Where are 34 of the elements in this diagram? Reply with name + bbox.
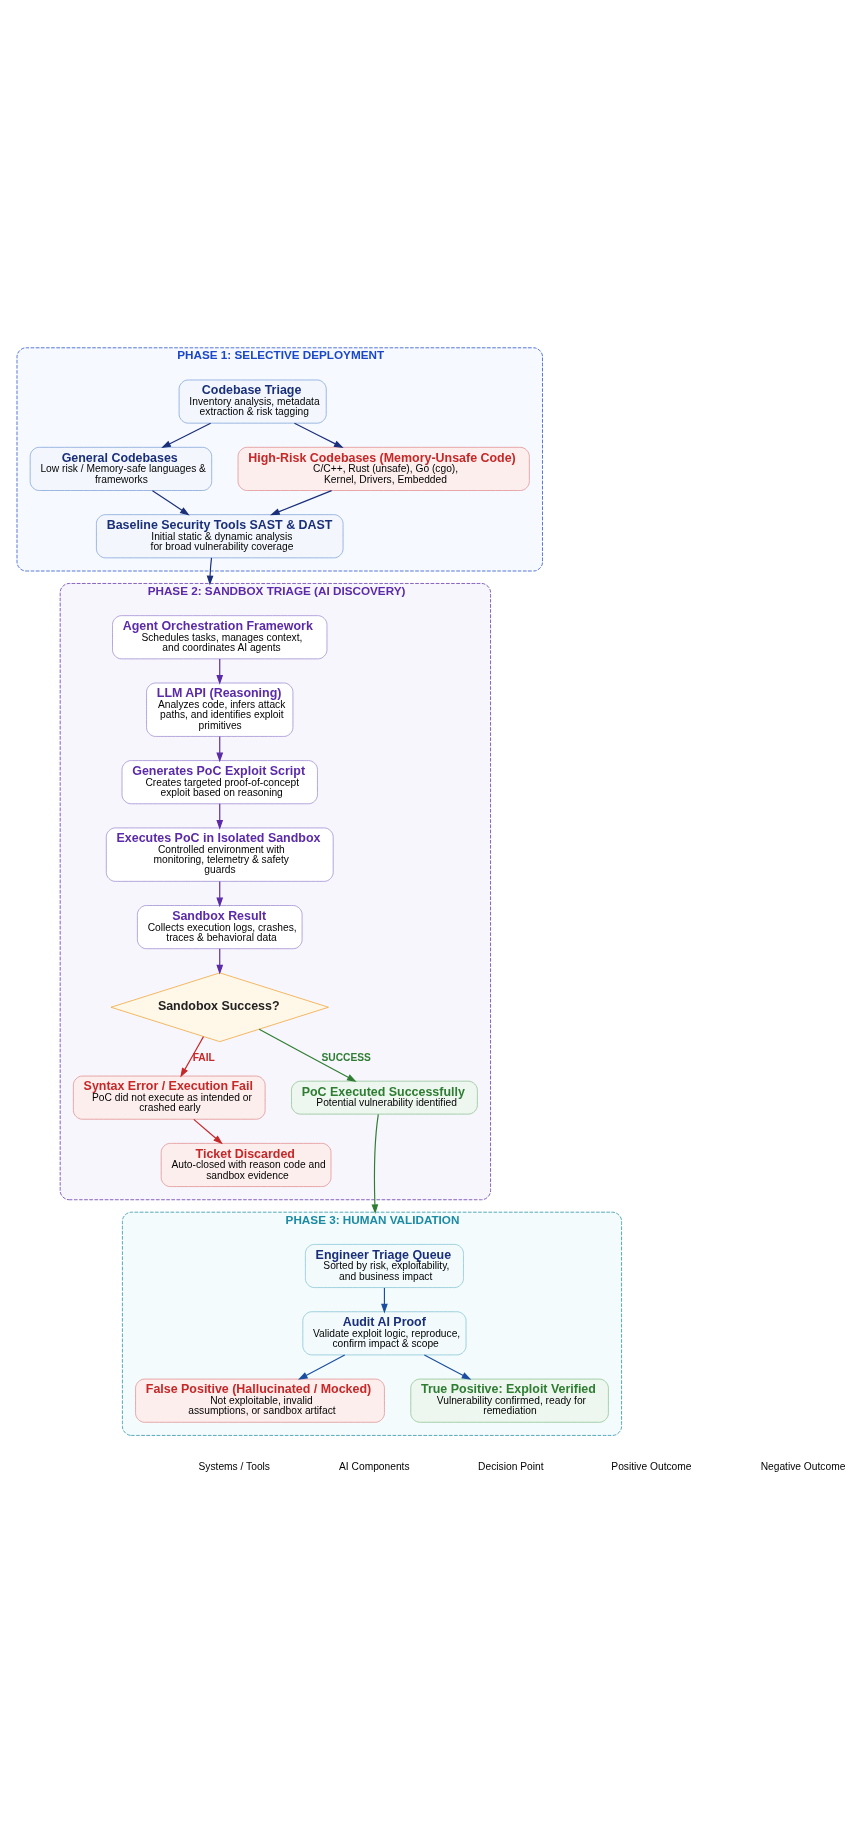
legend-label: AI Components <box>339 1460 410 1472</box>
node-box: General Codebases Low risk / Memory-safe languages & frameworks <box>29 446 213 491</box>
node-box: High-Risk Codebases (Memory-Unsafe Code) C/C++, Rust (unsafe), Go (cgo), Kernel, Drivers, Embedded <box>237 446 530 491</box>
node-diamond: Sandobox Success? <box>110 972 329 1042</box>
legend-label: Positive Outcome <box>611 1460 692 1472</box>
arrow <box>161 422 212 448</box>
arrow <box>293 422 344 448</box>
node-box: Generates PoC Exploit Script Creates targeted proof-of-concept exploit based on reasoning <box>121 759 318 804</box>
node-box: LLM API (Reasoning) Analyzes code, infers attack paths, and identifies exploit primitives <box>146 682 294 737</box>
node-box: Engineer Triage Queue Sorted by risk, exploitability, and business impact <box>305 1243 464 1288</box>
node-box: Sandbox Result Collects execution logs, crashes, traces & behavioral data <box>137 904 303 949</box>
node-box: Codebase Triage Inventory analysis, metadata extraction & risk tagging <box>178 379 327 424</box>
node-box: Syntax Error / Execution Fail PoC did not execute as intended or crashed early <box>73 1075 266 1120</box>
legend-label: Negative Outcome <box>760 1460 846 1472</box>
node-box: False Positive (Hallucinated / Mocked) Not exploitable, invalid assumptions, or sandbox artifact <box>135 1378 385 1423</box>
arrow <box>371 1113 379 1214</box>
node-box: Ticket Discarded Auto-closed with reason code and sandbox evidence <box>160 1142 332 1187</box>
arrow <box>258 1028 357 1082</box>
arrow <box>193 1118 223 1144</box>
node-box: Executes PoC in Isolated Sandbox Controlled environment with monitoring, telemetry & safety guards <box>105 827 334 882</box>
edge-label: FAIL <box>192 1051 215 1063</box>
arrow <box>423 1354 472 1380</box>
arrow <box>206 556 214 585</box>
arrow <box>297 1354 346 1380</box>
node-box: PoC Executed Successfully Potential vulnerability identified <box>291 1080 478 1114</box>
edge-label: SUCCESS <box>321 1051 371 1063</box>
node-box: Agent Orchestration Framework Schedules tasks, manages context, and coordinates AI agents <box>112 614 328 659</box>
arrow <box>180 1035 205 1077</box>
arrow <box>151 489 190 515</box>
node-box: Baseline Security Tools SAST & DAST Initial static & dynamic analysis for broad vulnerability coverage <box>96 513 344 558</box>
node-box: Audit AI Proof Validate exploit logic, reproduce, confirm impact & scope <box>302 1310 467 1355</box>
legend-label: Decision Point <box>478 1460 544 1472</box>
legend-label: Systems / Tools <box>198 1460 270 1472</box>
node-box: True Positive: Exploit Verified Vulnerability confirmed, ready for remediation <box>410 1378 609 1423</box>
